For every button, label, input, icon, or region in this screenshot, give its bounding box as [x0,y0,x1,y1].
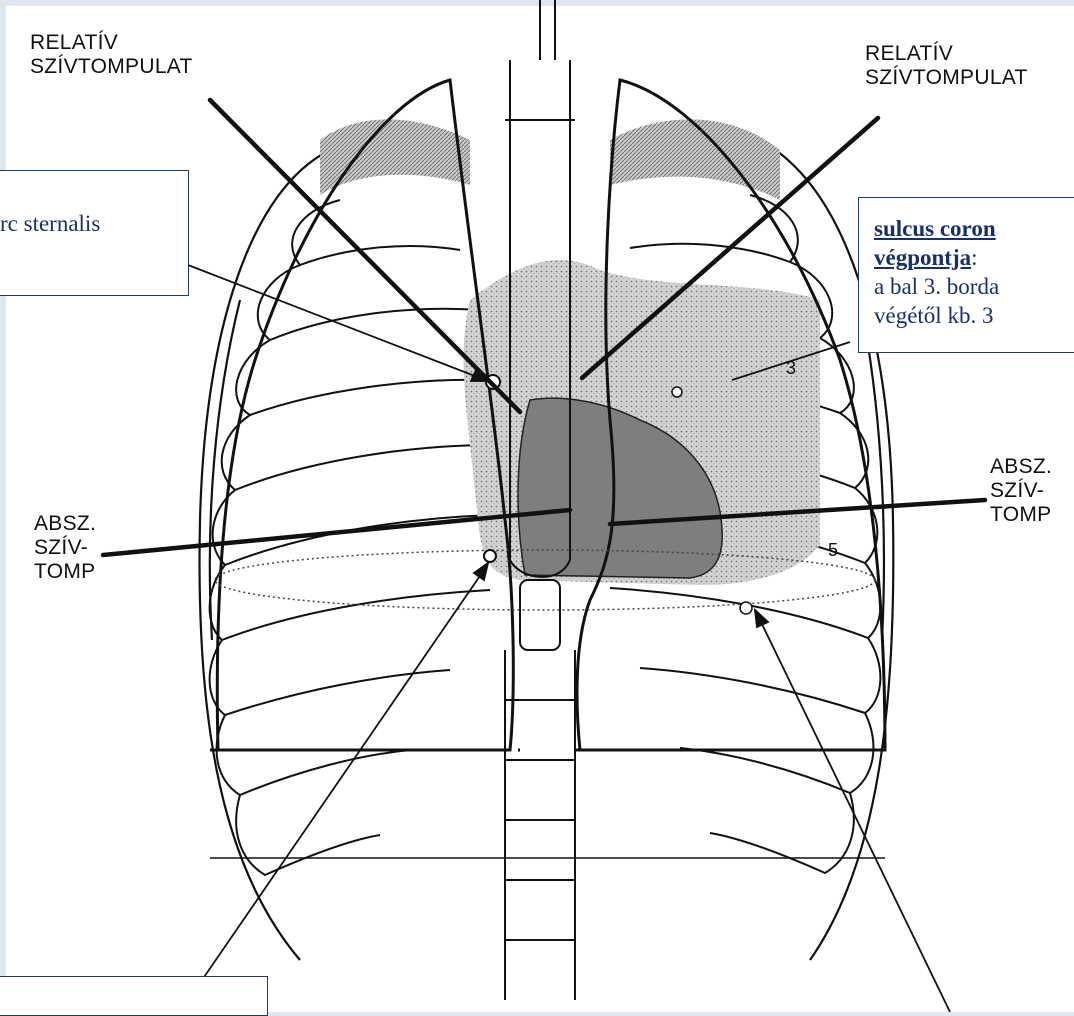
callout-sulcus-title: sulcus coron [874,214,999,243]
callout-sternalis-text: rc sternalis [0,209,100,238]
landmark-point-left-lower [484,550,496,562]
label-absz-left: ABSZ. SZÍV- TOMP [34,512,96,584]
label-absz-right-line1: ABSZ. [990,455,1052,479]
label-relativ-left-line1: RELATÍV [30,31,193,55]
rib-number-5: 5 [828,538,838,562]
landmark-point-right-3 [672,387,682,397]
top-border-strip [0,0,1074,6]
label-absz-left-line2: SZÍV- [34,536,96,560]
label-absz-right-line2: SZÍV- [990,479,1052,503]
label-absz-left-line3: TOMP [34,560,96,584]
callout-sulcus-coronarius: sulcus coron végpontja: a bal 3. borda v… [858,197,1074,353]
callout-sulcus-colon: : [971,245,977,270]
label-absz-left-line1: ABSZ. [34,512,96,536]
callout-sternalis: rc sternalis [0,170,189,296]
callout-sulcus-line4: végétől kb. 3 [874,301,999,330]
rib-number-3: 3 [786,356,796,380]
label-relativ-left: RELATÍV SZÍVTOMPULAT [30,31,193,79]
label-relativ-right-line1: RELATÍV [865,42,1028,66]
callout-sulcus-subtitle: végpontja [874,245,971,270]
label-absz-right-line3: TOMP [990,503,1052,527]
label-relativ-left-line2: SZÍVTOMPULAT [30,55,193,79]
callout-bottom-left [0,976,268,1016]
label-relativ-right: RELATÍV SZÍVTOMPULAT [865,42,1028,90]
left-border-strip [0,0,6,1012]
landmark-point-apex [740,602,752,614]
label-absz-right: ABSZ. SZÍV- TOMP [990,455,1052,527]
label-relativ-right-line2: SZÍVTOMPULAT [865,66,1028,90]
callout-sulcus-line3: a bal 3. borda [874,272,999,301]
